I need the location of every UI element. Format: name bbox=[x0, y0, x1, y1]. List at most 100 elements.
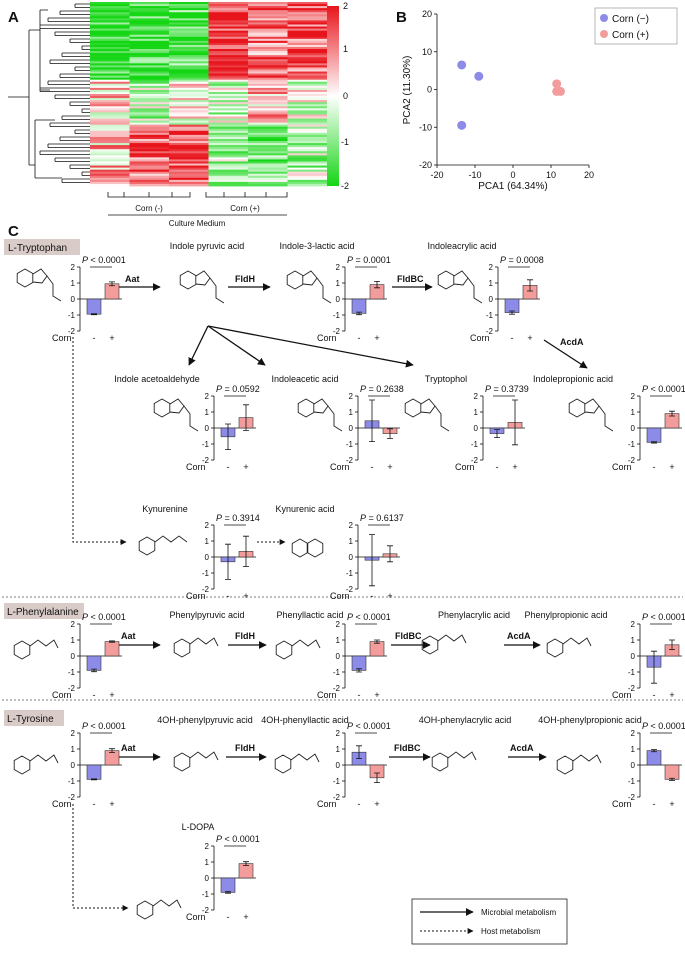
enzyme-tyr-fldh: FldH bbox=[235, 743, 255, 753]
bar-y-tick-label: -2 bbox=[202, 456, 210, 465]
bar-y-tick-label: -1 bbox=[68, 668, 76, 677]
p-value: P < 0.0001 bbox=[642, 721, 685, 731]
bar-x-tick-label: - bbox=[511, 333, 514, 343]
heatmap-cell bbox=[248, 10, 288, 13]
heatmap-cell bbox=[208, 128, 249, 132]
heatmap-cell bbox=[169, 179, 209, 183]
bar-y-tick-label: -2 bbox=[333, 684, 341, 693]
error-bar bbox=[387, 428, 393, 439]
pathway-arrows: Aat FldH FldBC AcdA Aat FldH FldBC AcdA … bbox=[113, 274, 588, 761]
heatmap-cell bbox=[169, 128, 209, 132]
bar-y-tick-label: -1 bbox=[628, 777, 636, 786]
pca-x-tick-label: 20 bbox=[584, 170, 594, 180]
heatmap-cell bbox=[248, 98, 288, 101]
error-bar bbox=[374, 639, 380, 644]
pathway-legend: Microbial metabolism Host metabolism bbox=[411, 898, 568, 945]
heatmap-cell bbox=[208, 83, 249, 87]
bar-y-tick-label: -2 bbox=[471, 456, 479, 465]
pca-x-tick-label: -20 bbox=[430, 170, 443, 180]
heatmap-cell bbox=[169, 141, 209, 144]
heatmap-cell bbox=[169, 181, 209, 185]
heatmap-cell bbox=[129, 12, 170, 15]
colorbar-tick-0: 0 bbox=[343, 91, 348, 101]
heatmap-cell bbox=[248, 24, 288, 27]
bar-x-tick-label: + bbox=[669, 462, 674, 472]
bar-y-tick-label: 1 bbox=[205, 537, 210, 546]
bar-y-tick-label: 1 bbox=[336, 745, 341, 754]
molecule-indole bbox=[153, 398, 199, 432]
heatmap-cell bbox=[129, 169, 170, 173]
p-value: P < 0.0001 bbox=[347, 612, 391, 622]
error-bar bbox=[225, 543, 231, 580]
heatmap-cell bbox=[90, 75, 130, 79]
bar-x-tick-label: + bbox=[109, 333, 114, 343]
label-indole-pyruvic-acid: Indole pyruvic acid bbox=[170, 241, 245, 251]
heatmap-cell bbox=[208, 112, 249, 115]
heatmap-cell bbox=[169, 143, 209, 146]
enzyme-trp-acda: AcdA bbox=[560, 337, 584, 347]
heatmap-cell bbox=[90, 46, 130, 50]
bar-y-tick-label: 2 bbox=[336, 263, 341, 272]
heatmap-group-plus: Corn (+) bbox=[230, 204, 260, 213]
heatmap-cell bbox=[90, 14, 130, 17]
heatmap-cell bbox=[208, 77, 249, 81]
heatmap-cell bbox=[248, 130, 288, 134]
heatmap-cell bbox=[248, 57, 288, 60]
heatmap-cell bbox=[287, 155, 328, 158]
heatmap-cell bbox=[248, 159, 288, 162]
bar-group-label: Corn bbox=[186, 591, 206, 601]
p-value-number: = 0.0592 bbox=[222, 384, 260, 394]
heatmap-cell bbox=[129, 75, 170, 79]
heatmap-cell bbox=[169, 46, 209, 50]
bar-corn-plus bbox=[664, 764, 680, 780]
heatmap-cell bbox=[169, 89, 209, 93]
molecule-structures bbox=[13, 268, 614, 920]
heatmap-cell bbox=[129, 110, 170, 113]
bar-corn-minus bbox=[351, 655, 367, 671]
heatmap-cell bbox=[169, 177, 209, 181]
label-phenylpropionic-acid: Phenylpropionic acid bbox=[524, 610, 607, 620]
heatmap-cell bbox=[208, 87, 249, 91]
heatmap-cell bbox=[248, 61, 288, 64]
heatmap-cell bbox=[129, 147, 170, 150]
p-value: P < 0.0001 bbox=[347, 721, 391, 731]
heatmap-cell bbox=[248, 22, 288, 25]
bar-y-tick-label: -1 bbox=[471, 440, 479, 449]
heatmap-cell bbox=[90, 108, 130, 111]
heatmap-cell bbox=[90, 87, 130, 91]
bar-x-tick-label: + bbox=[669, 690, 674, 700]
bar-x-tick-label: + bbox=[109, 799, 114, 809]
heatmap-cell bbox=[129, 106, 170, 109]
heatmap-cell bbox=[287, 102, 328, 105]
heatmap-cell bbox=[208, 24, 249, 27]
heatmap-cell bbox=[90, 157, 130, 160]
heatmap-cell bbox=[287, 159, 328, 162]
heatmap-cell bbox=[169, 16, 209, 19]
bar-y-tick-label: 2 bbox=[205, 842, 210, 851]
error-bar bbox=[369, 534, 375, 587]
heatmap-cell bbox=[248, 161, 288, 164]
bar-y-tick-label: 0 bbox=[631, 761, 636, 770]
heatmap-cell bbox=[287, 89, 328, 93]
heatmap-cell bbox=[208, 153, 249, 156]
heatmap-cell bbox=[208, 118, 249, 121]
heatmap-cell bbox=[129, 91, 170, 95]
heatmap-cell bbox=[248, 91, 288, 95]
molecule-phenyl bbox=[546, 637, 592, 658]
heatmap-cell bbox=[169, 91, 209, 95]
heatmap-cell bbox=[129, 104, 170, 107]
heatmap-cell bbox=[129, 71, 170, 74]
heatmap-cell bbox=[169, 100, 209, 103]
heatmap-cell bbox=[208, 155, 249, 158]
heatmap-cell bbox=[129, 175, 170, 179]
heatmap-cell bbox=[208, 67, 249, 70]
heatmap-cell bbox=[169, 30, 209, 34]
bar-x-tick-label: - bbox=[227, 591, 230, 601]
heatmap-cell bbox=[169, 114, 209, 117]
heatmap-cell bbox=[287, 49, 328, 52]
heatmap-cell bbox=[208, 81, 249, 85]
heatmap-cell bbox=[90, 85, 130, 89]
